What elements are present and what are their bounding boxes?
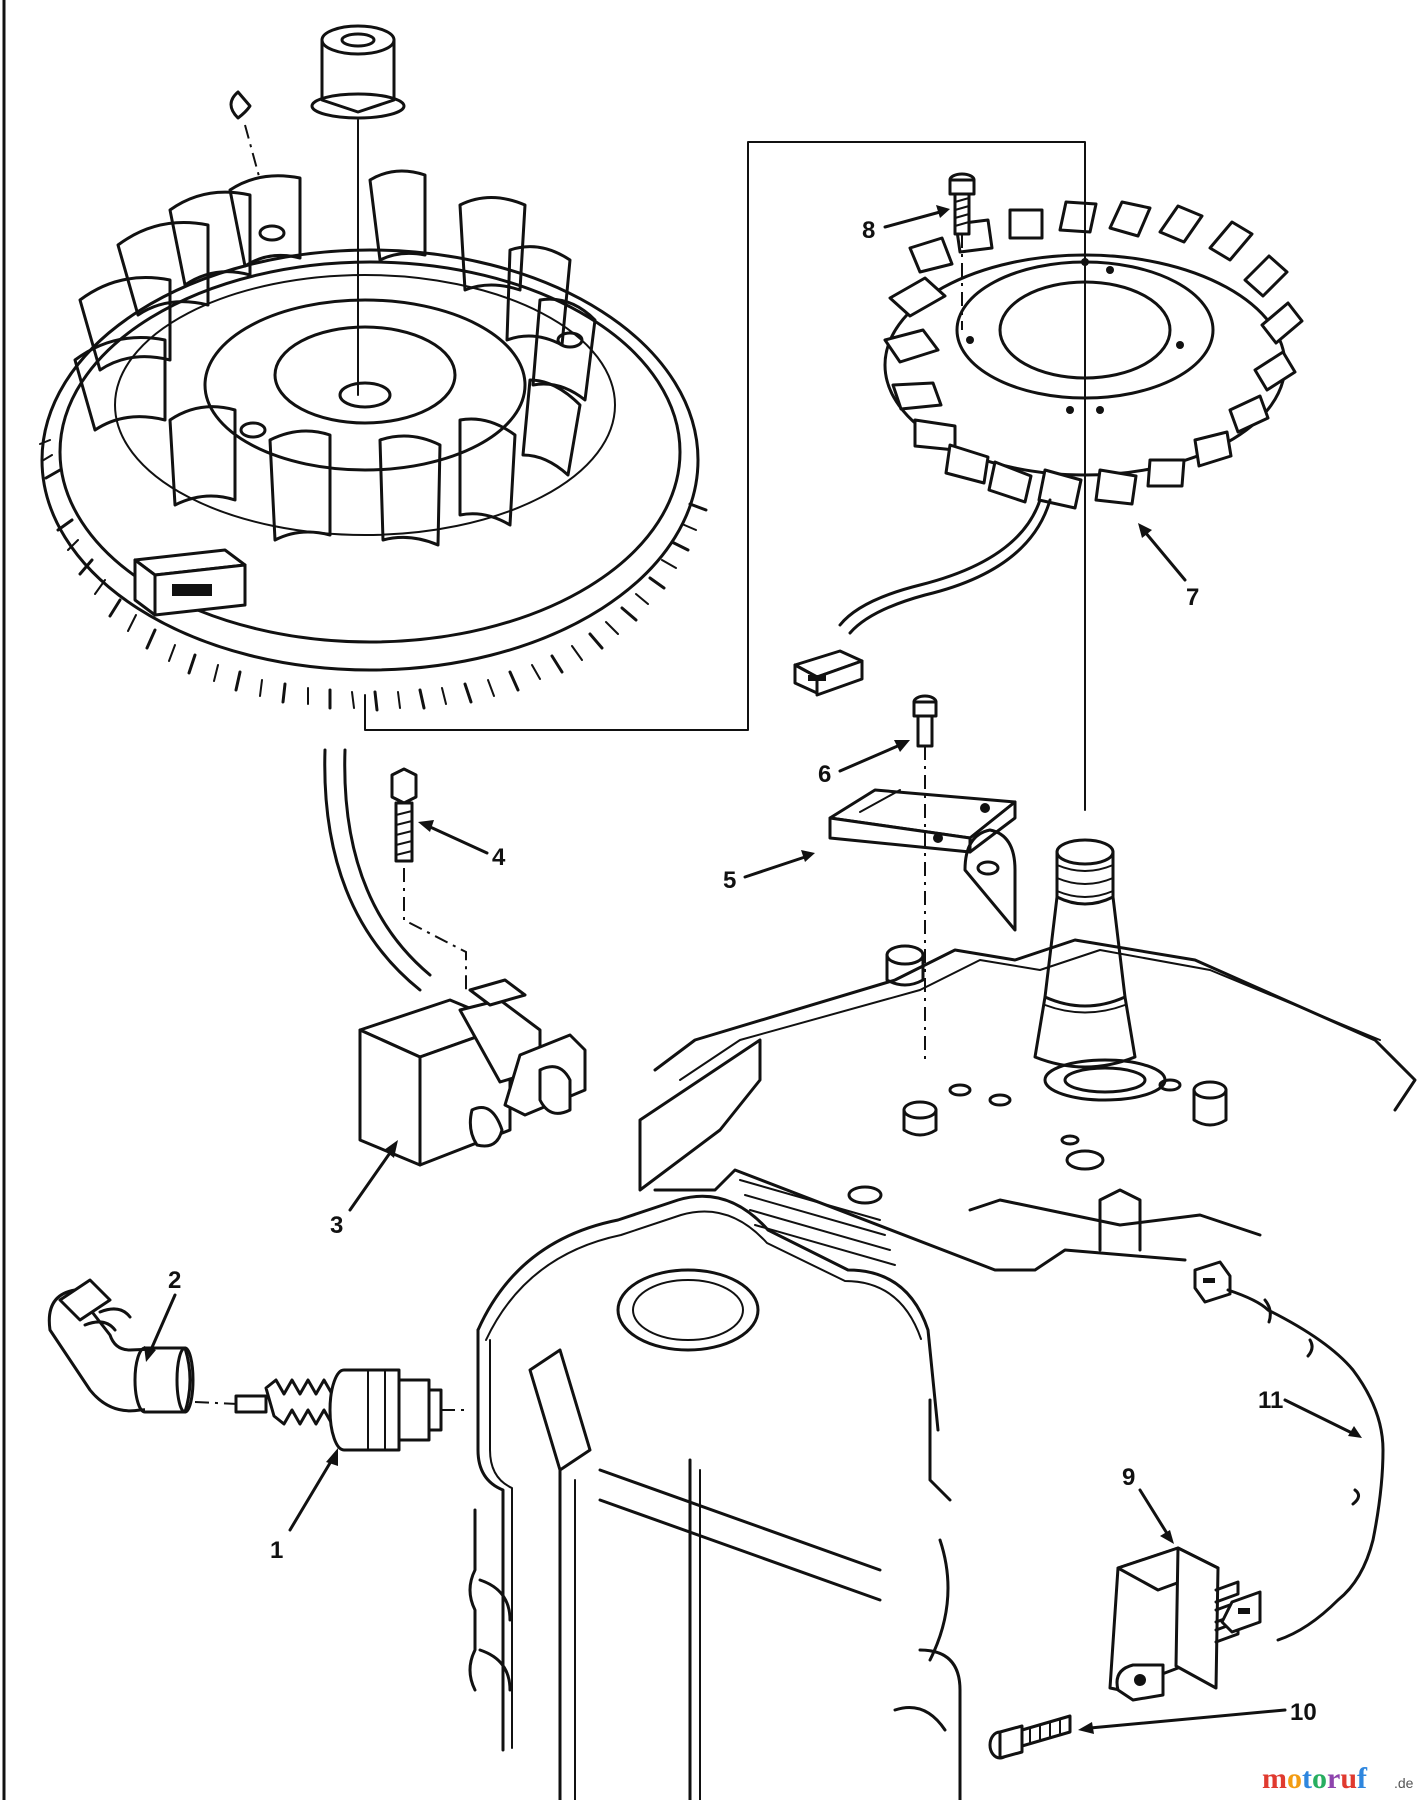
callout-8: 8 [862,217,875,244]
spark-plug-boot [47,1278,239,1414]
regulator-bolt [988,1714,1072,1760]
callout-3: 3 [330,1212,343,1239]
watermark: motoruf .de [1262,1762,1414,1795]
watermark-letter: m [1262,1762,1287,1795]
callout-6: 6 [818,761,831,788]
stator-bolt [948,172,976,330]
engine-block [468,1194,962,1800]
watermark-letter: o [1287,1762,1302,1795]
watermark-tld: .de [1394,1775,1414,1791]
callout-4: 4 [492,844,506,871]
assembly-bracket-line [364,141,1086,731]
flywheel [39,169,708,712]
watermark-letter: t [1302,1762,1312,1795]
callout-1: 1 [270,1537,283,1564]
stator [793,200,1304,697]
flywheel-magnet [133,548,247,617]
watermark-letter: u [1340,1762,1357,1795]
crankcase [638,828,1417,1272]
callout-9: 9 [1122,1464,1135,1491]
spark-plug [234,1368,468,1452]
coil-bolt [390,767,467,990]
ring-gear-teeth [39,439,708,712]
flywheel-nut [310,24,406,120]
regulator-rectifier [1108,1546,1240,1702]
callout-arrows [144,205,1362,1734]
regulator-lead-wire [1193,1260,1385,1642]
stator-connector [793,649,864,697]
watermark-letter: r [1327,1762,1340,1795]
cooling-fins [73,169,597,547]
callout-7: 7 [1186,584,1199,611]
flywheel-key [229,90,252,120]
crankshaft [1033,838,1137,1069]
stator-poles [883,200,1304,510]
callout-10: 10 [1290,1699,1317,1726]
callout-5: 5 [723,867,736,894]
callout-11: 11 [1258,1387,1283,1414]
ignition-coil [323,748,587,1167]
bracket [828,788,1017,854]
watermark-brand: motoruf [1262,1762,1368,1795]
callout-2: 2 [168,1267,181,1294]
watermark-letter: o [1312,1762,1327,1795]
bracket-bolt [912,694,938,1060]
callout-labels: 1 2 3 4 5 6 7 8 9 10 11 [168,217,1317,1726]
watermark-letter: f [1357,1762,1368,1795]
